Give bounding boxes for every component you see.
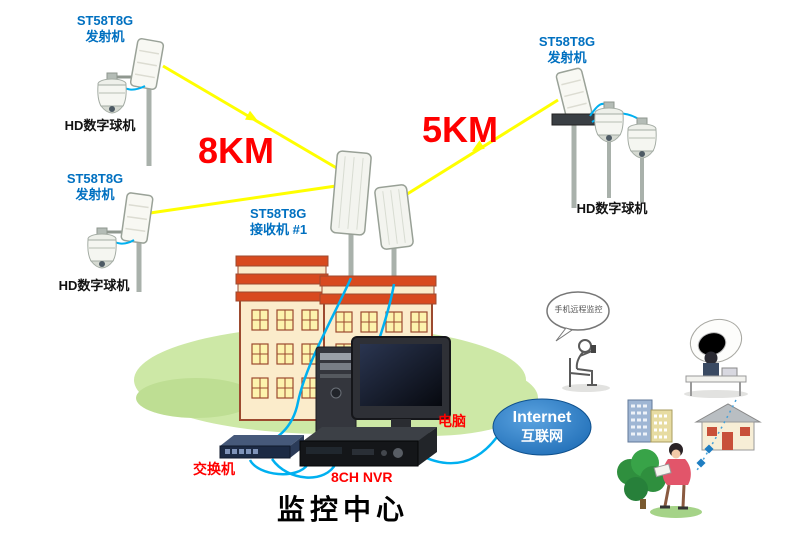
distance-right-label: 5KM [422,109,499,150]
page-title: 监控中心 [276,494,409,525]
nvr-device [299,427,437,467]
dome-camera-2 [87,227,117,269]
internet-label-cn: 互联网 [521,428,563,444]
switch-label: 交换机 [193,461,235,477]
camera-1-label: HD数字球机 [64,118,136,133]
switch-device [219,435,304,459]
dome-camera-3 [594,101,624,143]
transmitter-1-label: ST58T8G 发射机 [58,13,152,46]
transmitter-3-label: ST58T8G 发射机 [520,34,614,67]
transmitter-2-label: ST58T8G 发射机 [48,171,142,204]
receiver-label: ST58T8G 接收机 #1 [250,206,350,239]
distance-left-label: 8KM [198,130,275,171]
transmitter-2-model: ST58T8G [66,171,124,186]
speech-bubble-text: 手机远程监控 [554,305,603,314]
house-icon [694,403,762,451]
transmitter-1-assembly [97,37,165,166]
nvr-label: 8CH NVR [331,469,393,485]
speech-bubble [546,291,610,342]
transmitter-2-type: 发射机 [75,187,115,203]
transmitter-2-assembly [87,191,154,292]
internet-label-en: Internet [512,409,572,426]
transmitter-3-assembly [551,66,657,208]
monitor [351,336,451,441]
receiver-type: 接收机 #1 [250,222,308,238]
transmitter-1-model: ST58T8G [76,13,134,28]
dome-camera-1 [97,72,127,114]
dome-camera-4 [627,117,657,159]
transmitter-3-model: ST58T8G [538,34,596,49]
tree-icon [617,449,666,509]
camera-2-label: HD数字球机 [58,278,130,293]
satellite-operator-illustration [684,318,748,398]
internet-label: Internet 互联网 [494,408,590,446]
transmitter-3-type: 发射机 [547,50,587,66]
computer-label: 电脑 [438,413,466,429]
city-buildings-icon [627,399,673,443]
camera-3-label: HD数字球机 [576,201,648,216]
internet-cloud [492,398,592,456]
receiver-model: ST58T8G [250,206,307,221]
transmitter-1-type: 发射机 [85,29,125,45]
receiver-assembly [330,150,414,290]
remote-user-illustration [650,443,702,518]
person-with-phone-illustration [562,339,610,392]
wireless-links [149,64,559,215]
